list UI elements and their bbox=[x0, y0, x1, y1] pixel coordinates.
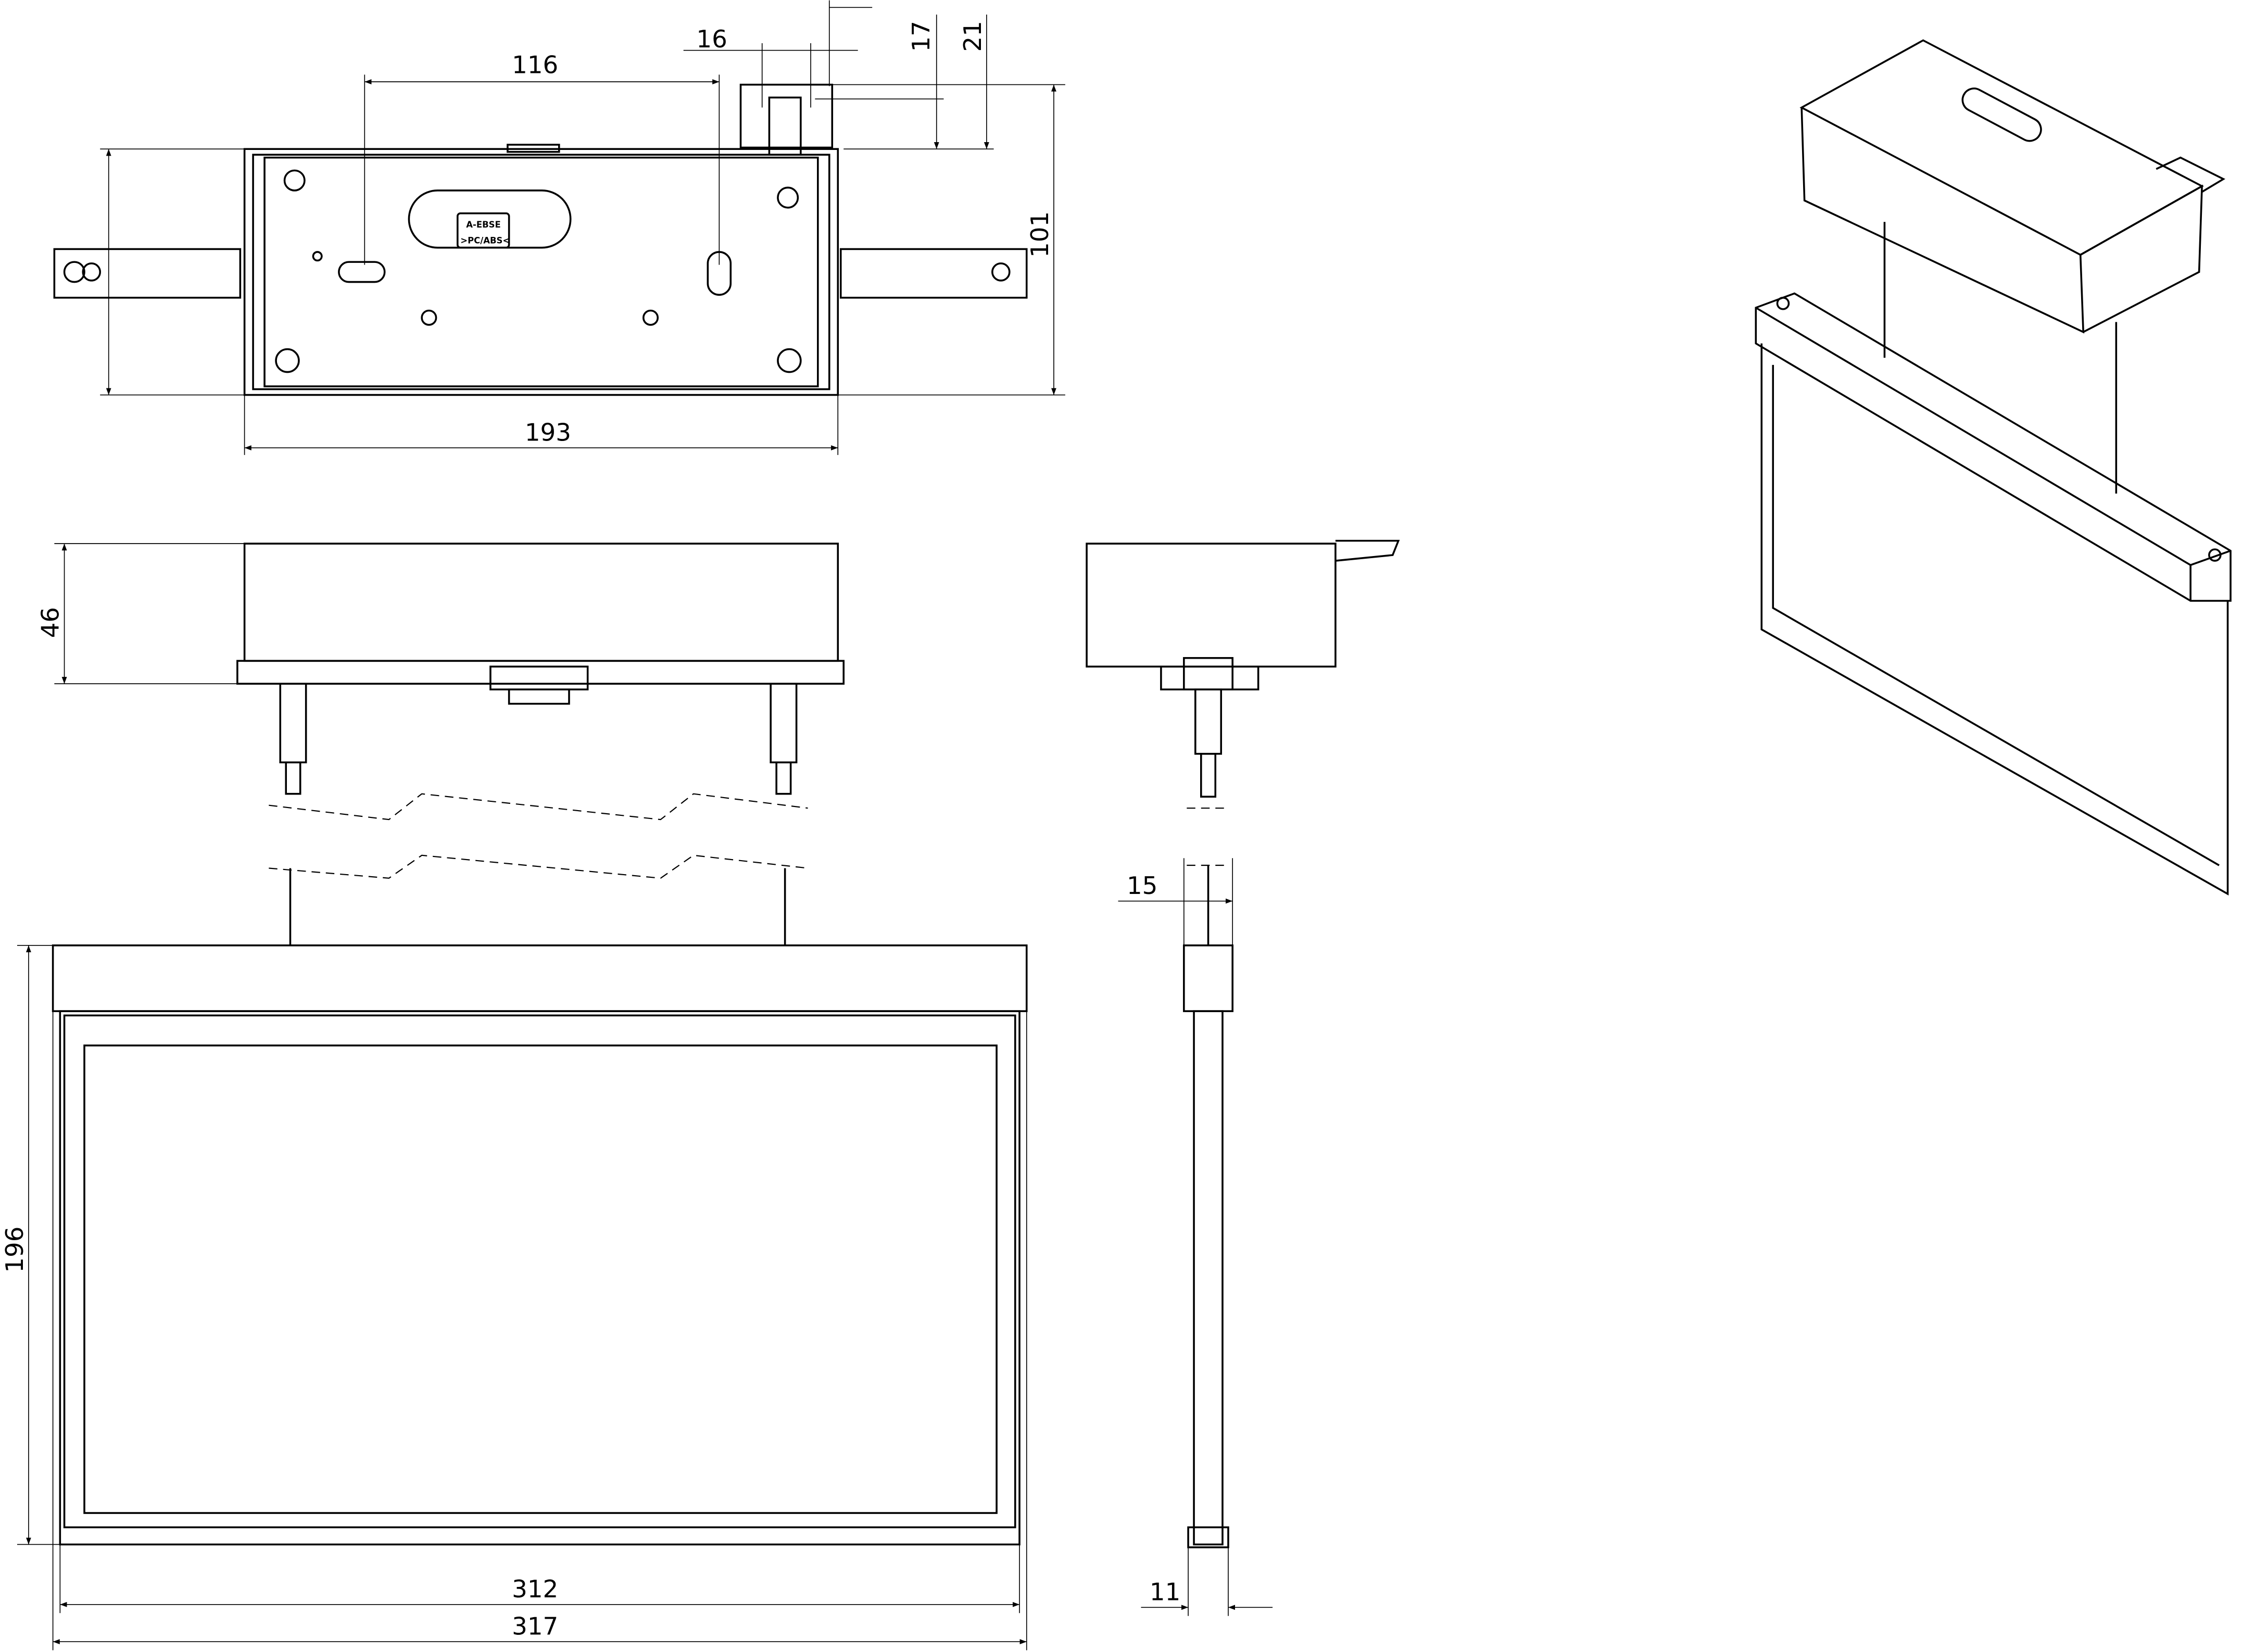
dim-101: 101 bbox=[1026, 211, 1054, 258]
left-bracket bbox=[53, 248, 242, 299]
dim-46: 46 bbox=[37, 607, 65, 638]
dim-193: 193 bbox=[525, 419, 571, 447]
side-view: 15 11 bbox=[1086, 539, 1400, 1616]
dim-116: 116 bbox=[512, 52, 558, 80]
dim-15: 15 bbox=[1127, 872, 1157, 900]
dim-312: 312 bbox=[512, 1575, 558, 1604]
sign-header bbox=[52, 944, 1028, 1012]
dim-17: 17 bbox=[908, 21, 936, 52]
top-view: A-EBSE >PC/ABS< 116 16 17 21 101 193 bbox=[53, 0, 1065, 455]
dim-21: 21 bbox=[959, 21, 987, 52]
dim-16: 16 bbox=[696, 26, 727, 54]
dim-196: 196 bbox=[1, 1227, 29, 1273]
front-view: 46 196 312 317 bbox=[1, 543, 1028, 1650]
dim-317: 317 bbox=[512, 1612, 558, 1641]
isometric-view bbox=[1755, 39, 2232, 896]
sign-panel bbox=[59, 1010, 1021, 1546]
right-bracket bbox=[839, 248, 1028, 299]
svg-text:A-EBSE: A-EBSE bbox=[466, 220, 501, 230]
svg-text:>PC/ABS<: >PC/ABS< bbox=[460, 235, 510, 245]
dim-11: 11 bbox=[1150, 1579, 1180, 1607]
